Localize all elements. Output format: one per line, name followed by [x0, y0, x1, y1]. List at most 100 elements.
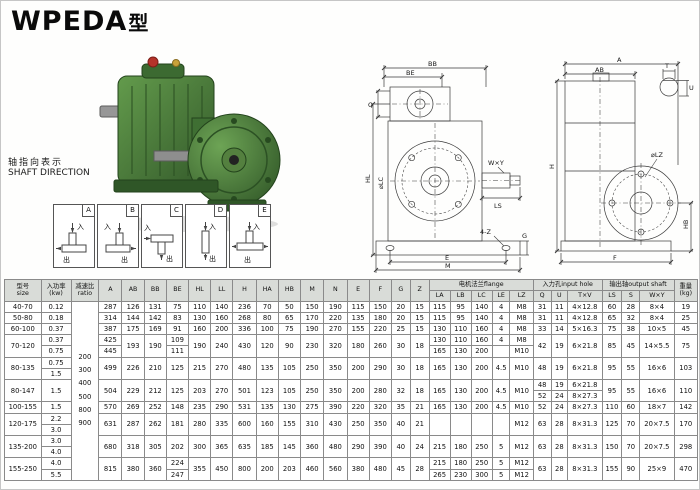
column-header-cell: Z — [409, 279, 430, 302]
table-cell: 55 — [621, 356, 641, 381]
shaft-direction-diagram: 入出 — [56, 223, 87, 264]
table-cell: 180 — [449, 457, 472, 470]
column-header-cell: LL — [210, 279, 234, 302]
column-header-cell: 电机法兰flange — [428, 279, 534, 291]
table-cell: 200 — [346, 379, 370, 403]
table-cell: 131 — [143, 300, 167, 313]
table-cell: 155-250 — [4, 457, 42, 481]
table-cell: 145 — [277, 434, 301, 459]
table-cell: 28 — [550, 457, 569, 481]
table-cell: 4 — [491, 323, 511, 336]
table-cell: 250 — [299, 356, 325, 381]
column-header-cell: N — [323, 279, 348, 302]
model-series-type-suffix: 型 — [128, 11, 149, 35]
table-cell: 115 — [428, 300, 451, 313]
table-cell: M8 — [509, 334, 534, 347]
table-cell: 165 — [428, 345, 451, 358]
table-cell: 80-147 — [4, 379, 42, 403]
table-cell: 5 — [491, 434, 511, 459]
table-cell: 252 — [143, 401, 167, 414]
table-cell: 8×31.3 — [567, 434, 603, 459]
table-cell: 90 — [277, 334, 301, 358]
column-header-cell: HA — [255, 279, 279, 302]
table-cell: 200 — [470, 401, 493, 414]
table-cell: 140 — [470, 300, 493, 313]
option-letter: D — [214, 205, 226, 217]
table-cell: 250 — [299, 379, 325, 403]
table-cell: 21 — [409, 412, 430, 436]
table-cell: 130 — [277, 401, 301, 414]
table-cell: 3.0 — [40, 423, 72, 436]
table-cell: 287 — [121, 412, 145, 436]
flange-bolts — [197, 118, 271, 202]
table-cell: 200 — [470, 345, 493, 358]
dim-label-h: H — [548, 164, 556, 169]
table-cell: 350 — [323, 379, 348, 403]
table-cell: 126 — [121, 300, 145, 313]
table-cell: 14×5.5 — [639, 334, 675, 358]
table-cell: 270 — [210, 379, 234, 403]
column-header-cell: LE — [491, 289, 511, 302]
dim-label-g: G — [522, 232, 527, 240]
table-cell: 135 — [346, 311, 370, 325]
svg-text:出: 出 — [209, 254, 216, 263]
option-letter: B — [126, 205, 138, 217]
column-header-cell: 入功率 (kw) — [40, 279, 72, 302]
table-cell: 75 — [277, 323, 301, 336]
table-cell: 229 — [121, 379, 145, 403]
table-cell: 95 — [601, 379, 623, 403]
table-cell: 4 — [491, 300, 511, 313]
table-cell: 355 — [187, 457, 212, 481]
table-row: 3.0 — [5, 423, 698, 436]
table-cell: 21 — [409, 401, 430, 414]
table-cell: 40 — [390, 434, 411, 459]
table-cell: 450 — [210, 457, 234, 481]
table-cell: 15 — [409, 311, 430, 325]
table-cell: 20×7.5 — [639, 412, 675, 436]
table-cell: 320 — [323, 334, 348, 358]
shaft-direction-diagram: 入出 — [201, 222, 216, 263]
table-cell: 4.5 — [491, 401, 511, 414]
table-cell: 287 — [98, 300, 123, 313]
table-cell: 24 — [409, 434, 430, 459]
table-cell: 270 — [323, 323, 348, 336]
table-cell: 20 — [390, 311, 411, 325]
table-cell: 31 — [532, 311, 552, 325]
table-cell: M10 — [509, 379, 534, 403]
table-cell: 160 — [187, 323, 212, 336]
table-cell: 70 — [255, 300, 279, 313]
table-cell: 85 — [601, 334, 623, 358]
table-cell: 504 — [98, 379, 123, 403]
table-cell: 300 — [470, 468, 493, 481]
column-header-cell: U — [550, 289, 569, 302]
table-cell: 8×31.3 — [567, 457, 603, 481]
table-cell: 115 — [428, 311, 451, 325]
table-cell: 235 — [187, 401, 212, 414]
dim-label-be: BE — [406, 69, 415, 77]
dim-label-4z: 4-Z — [480, 228, 491, 236]
table-cell: 19 — [550, 334, 569, 358]
dim-label-q: Q — [368, 101, 373, 109]
dim-label-ab: AB — [595, 66, 604, 74]
svg-text:出: 出 — [121, 255, 128, 264]
table-cell: 320 — [368, 401, 392, 414]
table-cell: 42 — [532, 334, 552, 358]
table-cell: 130 — [449, 379, 472, 403]
column-header-cell: LZ — [509, 289, 534, 302]
table-cell: 4.0 — [40, 457, 72, 470]
svg-text:出: 出 — [166, 254, 173, 263]
side-view-drawing: A AB T U H ⌀LZ HB F — [548, 56, 694, 265]
table-cell: 48 — [532, 379, 552, 392]
table-cell: 215 — [428, 457, 451, 470]
table-cell: 336 — [232, 323, 257, 336]
option-letter: E — [258, 205, 270, 217]
table-cell: M12 — [509, 457, 534, 470]
table-cell: 45 — [621, 334, 641, 358]
table-cell: 5.5 — [40, 468, 72, 481]
table-cell: 130 — [449, 345, 472, 358]
